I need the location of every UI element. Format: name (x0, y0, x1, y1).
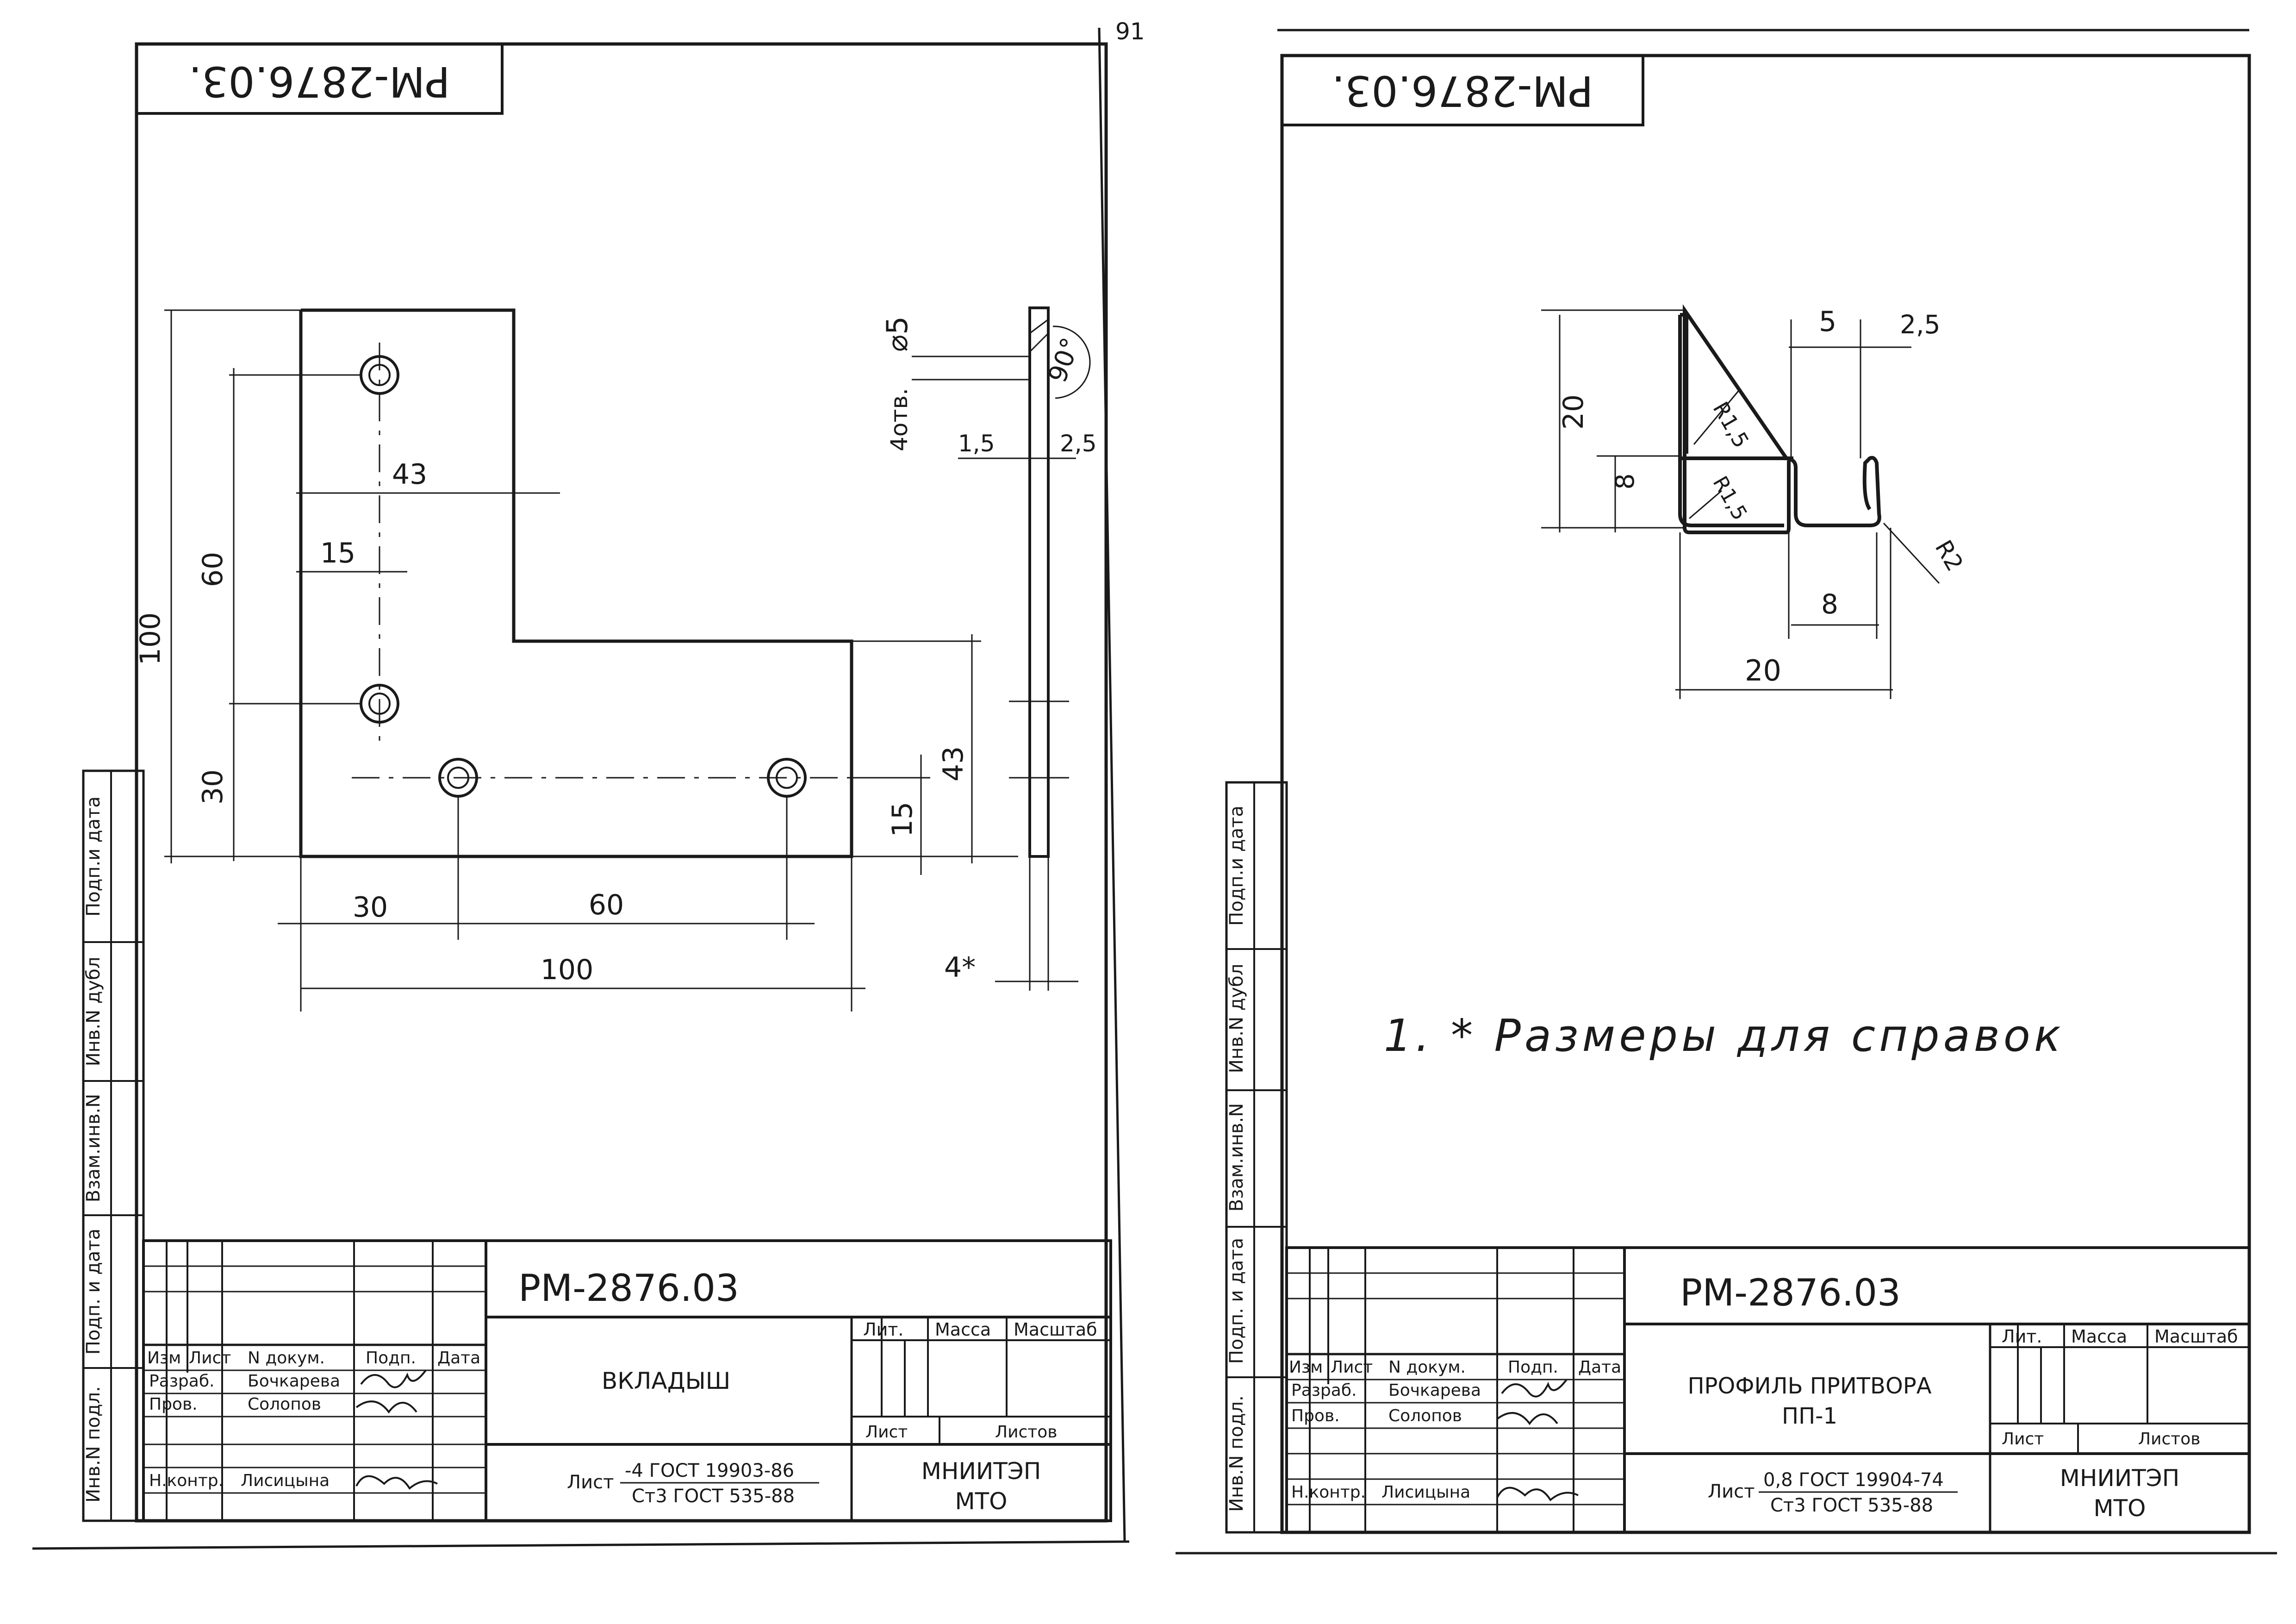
right-stamp-org-2: МТО (2093, 1495, 2146, 1522)
right-corner-code-box (1281, 54, 1644, 126)
left-stamp-role-nkontr: Н.контр. (149, 1471, 224, 1490)
dim-4-ref: 4* (944, 951, 976, 984)
left-sheet-edge-bottom (32, 1540, 1130, 1550)
left-stamp-listov: Листов (995, 1423, 1057, 1442)
right-stamp-col-list: Лист (1331, 1358, 1373, 1377)
sheet-number: 91 (1115, 18, 1145, 45)
side-labels-inv-dubl: Инв.N дубл (1226, 964, 1247, 1074)
dim-20-horizontal: 20 (1745, 654, 1781, 687)
dim-8-vertical: 8 (1610, 474, 1640, 490)
dim-1-5: 1,5 (958, 430, 995, 457)
left-stamp-org-2: МТО (955, 1488, 1007, 1515)
radius-1-5-a: R1,5 (1708, 398, 1754, 452)
right-stamp-role-razrab: Разраб. (1291, 1381, 1356, 1400)
dim-30-bottom: 30 (353, 891, 388, 924)
side-labels-inv-podl: Инв.N подл. (1226, 1395, 1247, 1512)
left-stamp-massa: Масса (935, 1319, 991, 1340)
left-corner-code: РМ-2876.03. (188, 57, 450, 106)
right-corner-code: РМ-2876.03. (1332, 66, 1593, 115)
right-stamp-col-izm: Изм (1289, 1358, 1323, 1377)
right-doc-code: РМ-2876.03 (1680, 1271, 1901, 1314)
radius-2: R2 (1930, 536, 1969, 576)
right-profile-view: 20 8 5 2,5 R1,5 R1,5 R2 8 20 (1541, 304, 1969, 699)
dim-5: 5 (1819, 306, 1836, 338)
dim-2-5: 2,5 (1060, 430, 1097, 457)
side-label-vzam-inv: Взам.инв.N (83, 1094, 104, 1202)
left-stamp-material-prefix: Лист (567, 1472, 614, 1493)
reference-note: 1. * Размеры для справок (1384, 1011, 2064, 1062)
left-material-bottom: Ст3 ГОСТ 535-88 (632, 1486, 795, 1507)
right-stamp-col-ndok: N докум. (1388, 1358, 1466, 1377)
right-stamp-masshtab: Масштаб (2154, 1326, 2238, 1347)
side-label-inv-podl: Инв.N подл. (83, 1386, 104, 1503)
dim-60-vertical: 60 (197, 552, 229, 587)
side-labels-vzam-inv: Взам.инв.N (1226, 1103, 1247, 1212)
right-stamp-name-prov: Солопов (1388, 1406, 1462, 1425)
dim-diam-5: ⌀5 (880, 316, 914, 352)
right-stamp-name-razrab: Бочкарева (1388, 1381, 1481, 1400)
right-sheet: РМ-2876.03. Подп.и дата Инв.N дубл Взам.… (1176, 29, 2277, 1555)
side-label-podp-data-top: Подп.и дата (83, 796, 104, 917)
left-corner-code-box (135, 43, 504, 115)
side-label-inv-dubl: Инв.N дубл (83, 957, 104, 1067)
left-doc-code: РМ-2876.03 (518, 1267, 739, 1310)
dim-15-top: 15 (320, 537, 355, 569)
left-side-strip: Подп.и дата Инв.N дубл Взам.инв.N Подп. … (82, 769, 145, 1522)
left-stamp-name-prov: Солопов (248, 1395, 321, 1414)
left-sheet-edge (1098, 27, 1126, 1542)
dim-20-vertical: 20 (1557, 394, 1590, 430)
left-stamp-col-izm: Изм (147, 1349, 181, 1368)
left-stamp-list: Лист (865, 1423, 908, 1442)
right-stamp-lit: Лит. (2002, 1326, 2042, 1347)
side-labels-podp-data-top: Подп.и дата (1226, 806, 1247, 926)
left-stamp-role-razrab: Разраб. (149, 1372, 214, 1391)
left-stamp-col-ndok: N докум. (248, 1349, 325, 1368)
left-stamp-col-list: Лист (189, 1349, 231, 1368)
left-sheet: 91 РМ-2876.03. Подп.и дата Инв.N дубл Вз… (32, 18, 1145, 1550)
right-stamp-massa: Масса (2071, 1326, 2127, 1347)
left-stamp-lit: Лит. (863, 1319, 904, 1340)
right-material-top: 0,8 ГОСТ 19904-74 (1763, 1469, 1944, 1491)
right-part-name-1: ПРОФИЛЬ ПРИТВОРА (1687, 1373, 1931, 1399)
right-title-block: Изм Лист N докум. Подп. Дата Разраб. Боч… (1285, 1246, 2251, 1534)
left-stamp-name-nkontr: Лисицына (241, 1471, 330, 1490)
dim-43-right: 43 (937, 746, 970, 781)
right-stamp-org-1: МНИИТЭП (2060, 1465, 2180, 1492)
left-part-name: ВКЛАДЫШ (602, 1368, 730, 1394)
right-side-strip: Подп.и дата Инв.N дубл Взам.инв.N Подп. … (1225, 781, 1288, 1534)
radius-1-5-b: R1,5 (1708, 472, 1751, 525)
dim-2-5-right: 2,5 (1900, 310, 1940, 339)
right-part-name-2: ПП-1 (1782, 1403, 1837, 1429)
right-stamp-col-data: Дата (1578, 1358, 1621, 1377)
dim-43-top: 43 (392, 458, 427, 491)
left-part-view: 100 60 30 43 15 15 43 (134, 308, 1018, 1012)
left-stamp-col-podp: Подп. (366, 1349, 416, 1368)
right-stamp-name-nkontr: Лисицына (1381, 1483, 1470, 1502)
dim-8-horizontal: 8 (1821, 588, 1838, 620)
right-stamp-role-prov: Пров. (1291, 1406, 1340, 1425)
dim-30-vertical: 30 (197, 769, 229, 805)
right-stamp-col-podp: Подп. (1508, 1358, 1558, 1377)
dim-60-bottom: 60 (589, 889, 624, 921)
right-stamp-material-prefix: Лист (1708, 1481, 1755, 1502)
side-labels-podp-data: Подп. и дата (1226, 1238, 1247, 1364)
dim-100-bottom: 100 (541, 954, 594, 986)
right-material-bottom: Ст3 ГОСТ 535-88 (1770, 1495, 1933, 1516)
right-stamp-listov: Листов (2138, 1430, 2200, 1449)
left-side-view: ⌀5 4отв. 90° 1,5 2,5 4* (880, 306, 1097, 991)
left-stamp-col-data: Дата (437, 1349, 480, 1368)
left-stamp-role-prov: Пров. (149, 1395, 198, 1414)
dim-100-vertical: 100 (134, 612, 167, 666)
left-title-block: Изм Лист N докум. Подп. Дата Разраб. Боч… (142, 1239, 1112, 1522)
side-label-podp-data: Подп. и дата (83, 1229, 104, 1355)
left-material-top: -4 ГОСТ 19903-86 (625, 1460, 794, 1481)
dim-15-right: 15 (886, 802, 919, 837)
right-stamp-list: Лист (2002, 1430, 2044, 1449)
right-stamp-role-nkontr: Н.контр. (1291, 1483, 1366, 1502)
left-stamp-masshtab: Масштаб (1014, 1319, 1097, 1340)
left-stamp-name-razrab: Бочкарева (248, 1372, 340, 1391)
left-stamp-org-1: МНИИТЭП (921, 1458, 1041, 1485)
dim-holes-count: 4отв. (886, 388, 913, 451)
